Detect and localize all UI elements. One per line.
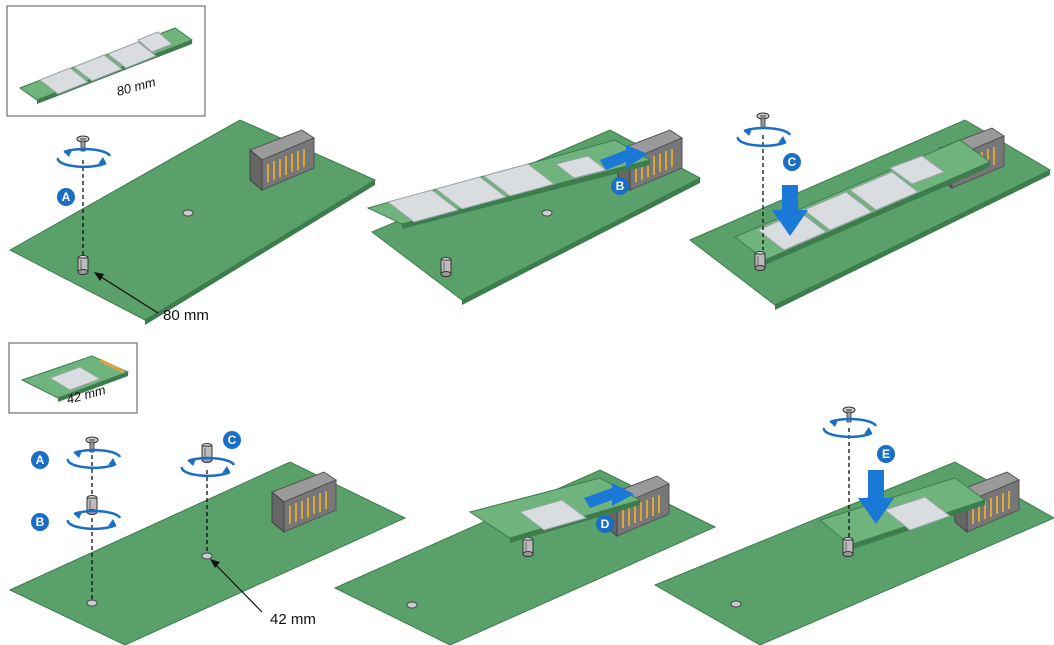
- step-badge-a: A: [57, 188, 75, 206]
- standoff-icon: [201, 443, 213, 463]
- svg-text:D: D: [601, 517, 610, 531]
- step-badge-c: C: [223, 431, 241, 449]
- top-panel-2: B: [366, 129, 702, 305]
- step-badge-a: A: [31, 451, 49, 469]
- standoff-icon: [842, 537, 854, 557]
- top-panel-1: A 80 mm: [8, 119, 377, 325]
- step-badge-b: B: [611, 177, 629, 195]
- standoff-icon: [754, 251, 766, 271]
- svg-text:B: B: [616, 179, 625, 193]
- bottom-panel-2: D: [333, 469, 717, 645]
- screw-icon: [756, 112, 770, 129]
- standoff-icon: [440, 257, 452, 277]
- inset-42mm: 42 mm: [8, 342, 138, 414]
- step-badge-b: B: [31, 513, 49, 531]
- press-down-arrow-icon: [772, 185, 808, 236]
- motherboard: [8, 119, 377, 321]
- svg-text:C: C: [228, 433, 237, 447]
- svg-text:A: A: [36, 453, 45, 467]
- svg-text:C: C: [788, 155, 797, 169]
- press-down-arrow-icon: [858, 470, 894, 524]
- top-panel-3: C: [689, 112, 1052, 310]
- svg-text:E: E: [882, 447, 890, 461]
- insert-arrow-icon: [600, 145, 648, 170]
- standoff-icon: [522, 537, 534, 557]
- rotate-arrow-icon: [66, 448, 122, 470]
- rotate-arrow-icon: [736, 126, 792, 148]
- step-badge-c: C: [783, 153, 801, 171]
- standoff-icon: [77, 255, 89, 275]
- inset-80mm: 80 mm: [6, 5, 206, 117]
- bottom-panel-1: A B C 42 mm: [8, 431, 407, 645]
- standoff-80mm-label: 80 mm: [163, 307, 209, 324]
- insert-arrow-icon: [584, 483, 634, 508]
- step-badge-e: E: [877, 445, 895, 463]
- standoff-42mm-label: 42 mm: [270, 611, 316, 628]
- step-badge-d: D: [596, 515, 614, 533]
- rotate-arrow-icon: [56, 147, 112, 169]
- svg-text:A: A: [62, 190, 71, 204]
- bottom-panel-3: E: [653, 406, 1054, 645]
- svg-text:B: B: [36, 515, 45, 529]
